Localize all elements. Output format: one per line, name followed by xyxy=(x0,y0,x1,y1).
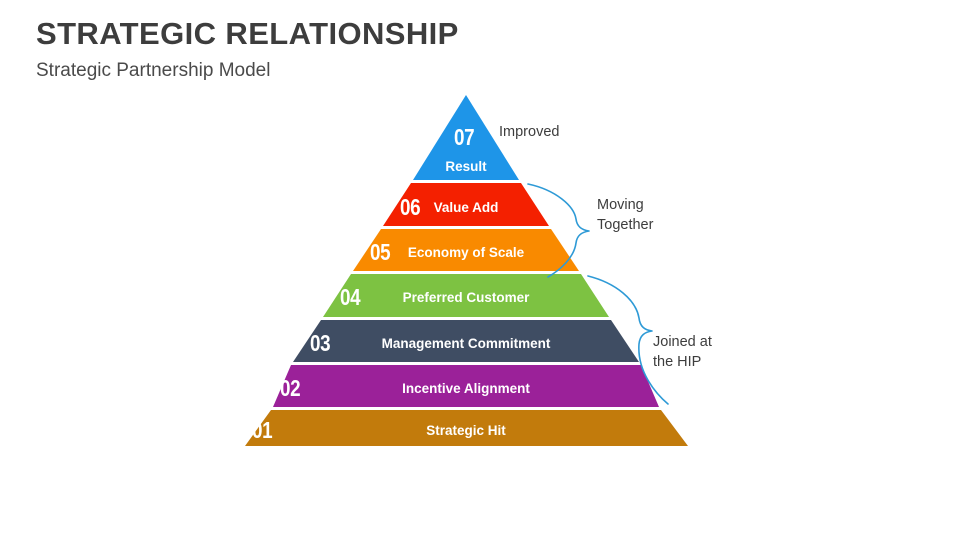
pyramid-band-05[interactable] xyxy=(353,229,579,271)
pyramid-band-07[interactable] xyxy=(413,95,519,180)
pyramid-band-01[interactable] xyxy=(245,410,688,446)
pyramid-band-04[interactable] xyxy=(323,274,609,317)
annotation-joined-at-the-hip: Joined at the HIP xyxy=(653,334,712,370)
annotation-improved: Improved xyxy=(499,124,560,140)
pyramid-band-03[interactable] xyxy=(293,320,639,362)
page-subtitle: Strategic Partnership Model xyxy=(36,59,271,81)
annotation-moving-together: Moving Together xyxy=(597,197,654,233)
pyramid-band-06[interactable] xyxy=(383,183,549,226)
pyramid-band-02[interactable] xyxy=(273,365,659,407)
heading-block: STRATEGIC RELATIONSHIP Strategic Partner… xyxy=(36,16,736,82)
bracket-joined-at-the-hip xyxy=(587,275,669,405)
bracket-moving-together xyxy=(527,183,590,278)
page-title: STRATEGIC RELATIONSHIP xyxy=(36,16,459,51)
